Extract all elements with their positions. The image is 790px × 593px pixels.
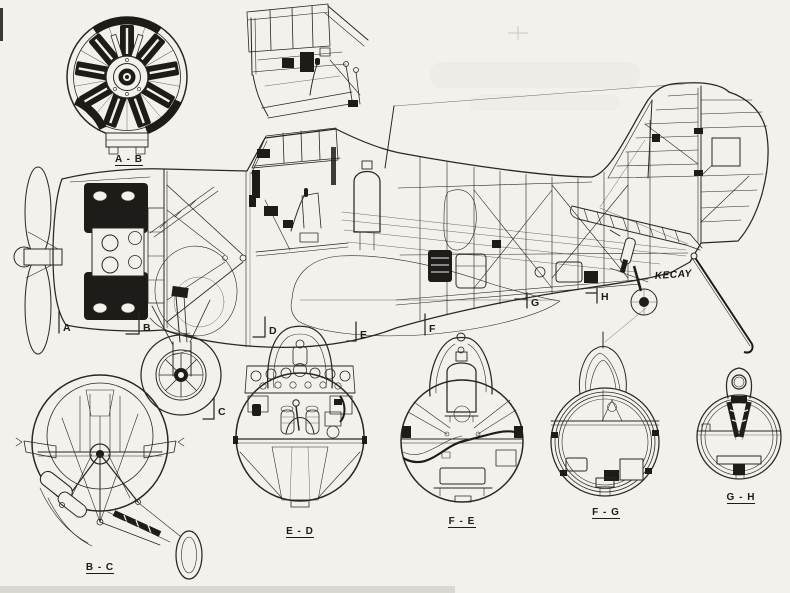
- arrestor-hook: [690, 252, 754, 354]
- control-cables: [341, 139, 689, 273]
- section-f-e: F - E: [400, 332, 524, 529]
- section-label-a-b: A - B: [115, 154, 143, 165]
- cockpit-interior: [249, 147, 349, 257]
- svg-text:H: H: [601, 291, 609, 303]
- svg-text:E: E: [360, 329, 367, 341]
- scan-artifacts: [0, 8, 640, 593]
- side-cutaway-view: KECAY A B C D E F G: [13, 82, 769, 420]
- section-marker-a: A: [58, 310, 71, 334]
- section-markers: A B C D E F G H: [58, 287, 609, 420]
- section-b-c: B - C: [15, 374, 203, 580]
- section-marker-e: E: [346, 321, 367, 342]
- propeller: [13, 166, 63, 355]
- section-g-h: G - H: [696, 367, 782, 505]
- section-label-f-e: F - E: [449, 516, 476, 527]
- svg-text:D: D: [269, 325, 277, 337]
- rudder: [700, 91, 769, 244]
- wing-root-section: [154, 245, 561, 337]
- section-f-g: F - G: [550, 307, 660, 520]
- engine: [84, 183, 247, 334]
- engine-cylinders: [74, 25, 180, 131]
- main-landing-gear-wheel: [140, 334, 222, 416]
- fuel-tank: [353, 160, 381, 251]
- watermark-kecay: KECAY: [654, 268, 693, 282]
- section-label-e-d: E - D: [286, 526, 314, 537]
- main-landing-gear: [140, 285, 222, 416]
- section-label-f-g: F - G: [592, 507, 620, 518]
- engine-front-view-a-b: A - B: [66, 16, 188, 167]
- section-label-g-h: G - H: [727, 492, 756, 503]
- section-marker-g: G: [514, 292, 539, 309]
- cockpit-detail-inset: [246, 3, 369, 119]
- section-marker-f: F: [424, 313, 436, 336]
- tail-fin: [607, 85, 703, 244]
- section-marker-d: D: [252, 316, 277, 338]
- svg-text:A: A: [63, 322, 71, 334]
- rear-fuselage-frames: [395, 119, 689, 321]
- section-marker-h: H: [585, 287, 609, 304]
- tailplane: [570, 205, 703, 251]
- section-e-d: E - D: [233, 325, 367, 539]
- section-marker-c: C: [202, 397, 226, 420]
- svg-text:F: F: [429, 323, 436, 335]
- cowl-flaps: [149, 186, 219, 238]
- section-label-b-c: B - C: [86, 562, 114, 573]
- svg-text:B: B: [143, 322, 151, 334]
- section-marker-b: B: [125, 310, 151, 335]
- svg-text:G: G: [531, 297, 539, 309]
- tail-wheel: [609, 229, 658, 316]
- fuselage-equipment: [428, 189, 598, 289]
- svg-text:C: C: [218, 406, 226, 418]
- antenna-wire: [384, 83, 685, 169]
